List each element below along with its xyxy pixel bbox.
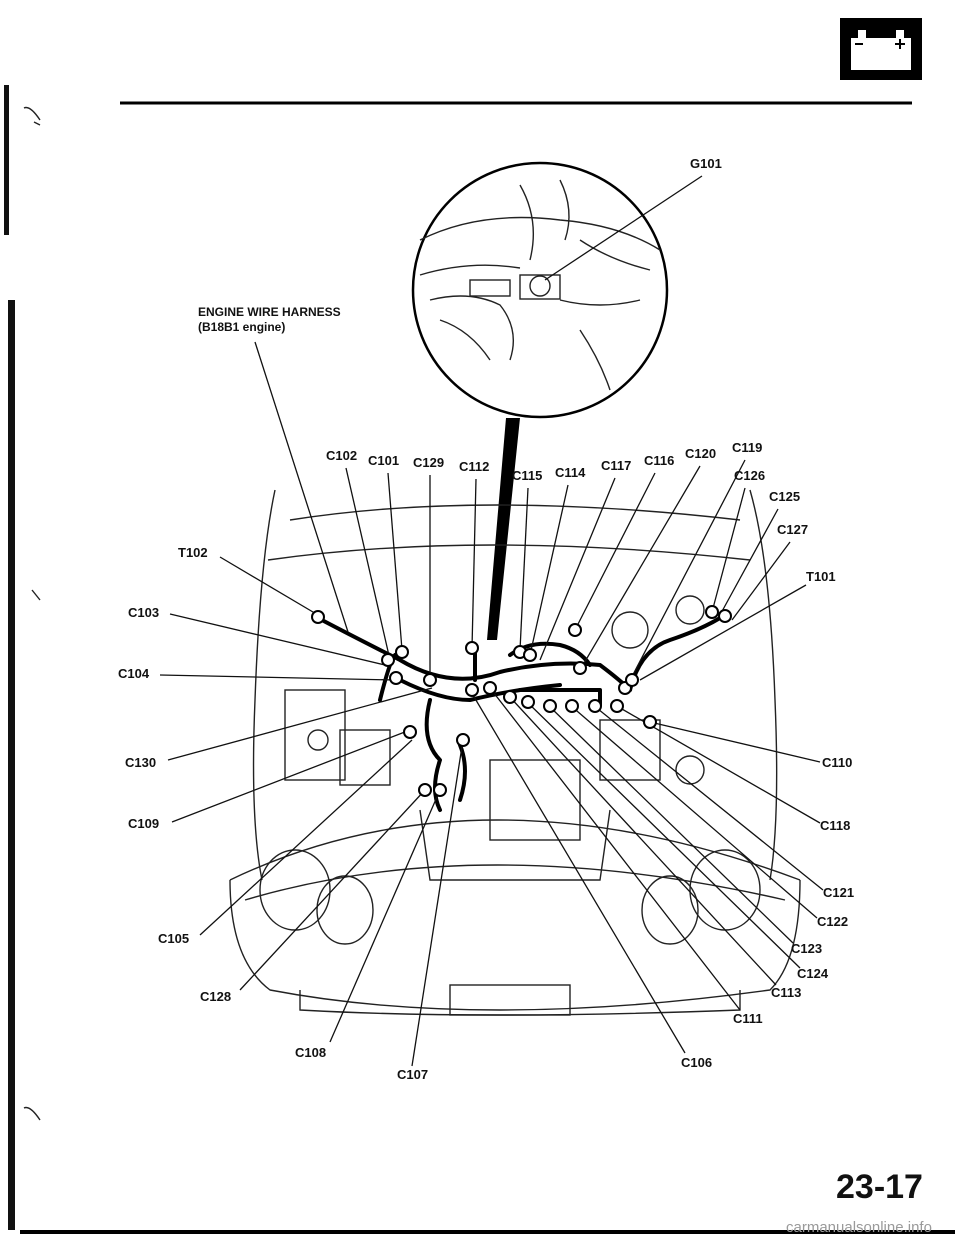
label-c104: C104 [118, 666, 150, 681]
label-c113: C113 [771, 985, 801, 1000]
car-outline [229, 489, 801, 1016]
label-c121: C121 [823, 885, 854, 900]
label-c118: C118 [820, 818, 850, 833]
battery-icon [840, 18, 922, 80]
label-c120: C120 [685, 446, 716, 461]
harness-title-line2: (B18B1 engine) [198, 320, 285, 334]
label-c112: C112 [459, 459, 489, 474]
label-c101: C101 [368, 453, 399, 468]
label-c102: C102 [326, 448, 357, 463]
label-c125: C125 [769, 489, 800, 504]
label-c111: C111 [733, 1011, 763, 1026]
label-c126: C126 [734, 468, 765, 483]
label-c128: C128 [200, 989, 231, 1004]
label-t101: T101 [806, 569, 836, 584]
label-c106: C106 [681, 1055, 712, 1070]
leader-g101 [544, 175, 703, 281]
connector-symbols [311, 605, 732, 797]
label-c124: C124 [797, 966, 829, 981]
label-c115: C115 [512, 468, 542, 483]
g101-inset [411, 161, 669, 419]
label-c103: C103 [128, 605, 159, 620]
label-c109: C109 [128, 816, 159, 831]
label-c122: C122 [817, 914, 848, 929]
harness-leader [254, 341, 349, 633]
label-c127: C127 [777, 522, 808, 537]
watermark: carmanualsonline.info [786, 1219, 932, 1236]
label-c129: C129 [413, 455, 444, 470]
label-g101: G101 [690, 156, 722, 171]
label-c108: C108 [295, 1045, 326, 1060]
connector-callouts: C102 C101 C129 C112 C115 C114 C117 C116 … [118, 440, 854, 1082]
harness-title-line1: ENGINE WIRE HARNESS [198, 305, 341, 319]
page-number: 23-17 [836, 1168, 923, 1206]
label-c110: C110 [822, 755, 852, 770]
label-c114: C114 [555, 465, 586, 480]
label-c116: C116 [644, 453, 674, 468]
label-c107: C107 [397, 1067, 428, 1082]
label-c123: C123 [791, 941, 822, 956]
label-t102: T102 [178, 545, 208, 560]
label-c117: C117 [601, 458, 631, 473]
binding-marks [4, 85, 41, 1230]
inset-leader [487, 418, 520, 640]
label-c105: C105 [158, 931, 189, 946]
label-c130: C130 [125, 755, 156, 770]
label-c119: C119 [732, 440, 762, 455]
